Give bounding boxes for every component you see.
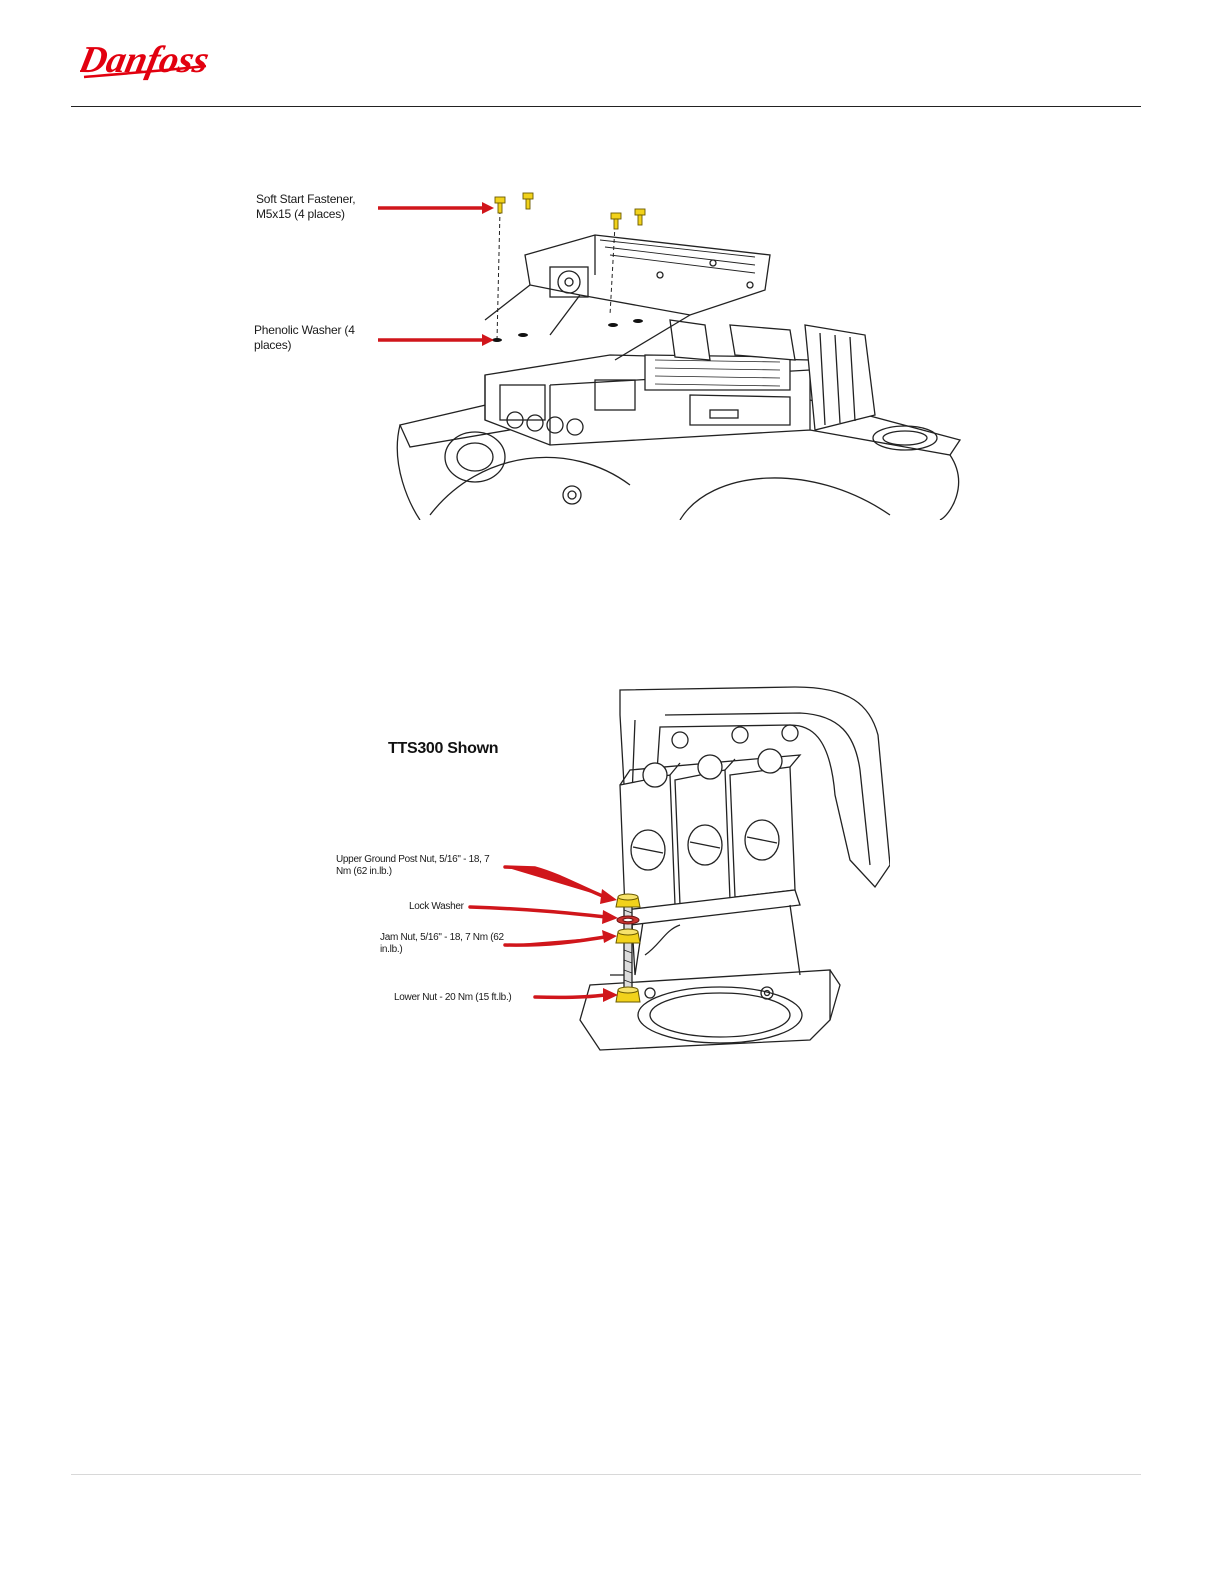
header-divider: [71, 106, 1141, 107]
phenolic-washer-label: Phenolic Washer (4 places): [254, 323, 379, 353]
footer-divider: [71, 1474, 1141, 1475]
soft-start-fastener-label: Soft Start Fastener, M5x15 (4 places): [256, 192, 381, 222]
upper-ground-post-nut-label: Upper Ground Post Nut, 5/16" - 18, 7 Nm …: [336, 854, 506, 878]
danfoss-logo: Danfoss: [80, 30, 210, 85]
jam-nut-label: Jam Nut, 5/16" - 18, 7 Nm (62 in.lb.): [380, 932, 510, 956]
lower-nut-label: Lower Nut - 20 Nm (15 ft.lb.): [394, 992, 511, 1004]
figure-title: TTS300 Shown: [388, 740, 498, 758]
lock-washer-label: Lock Washer: [409, 901, 464, 913]
